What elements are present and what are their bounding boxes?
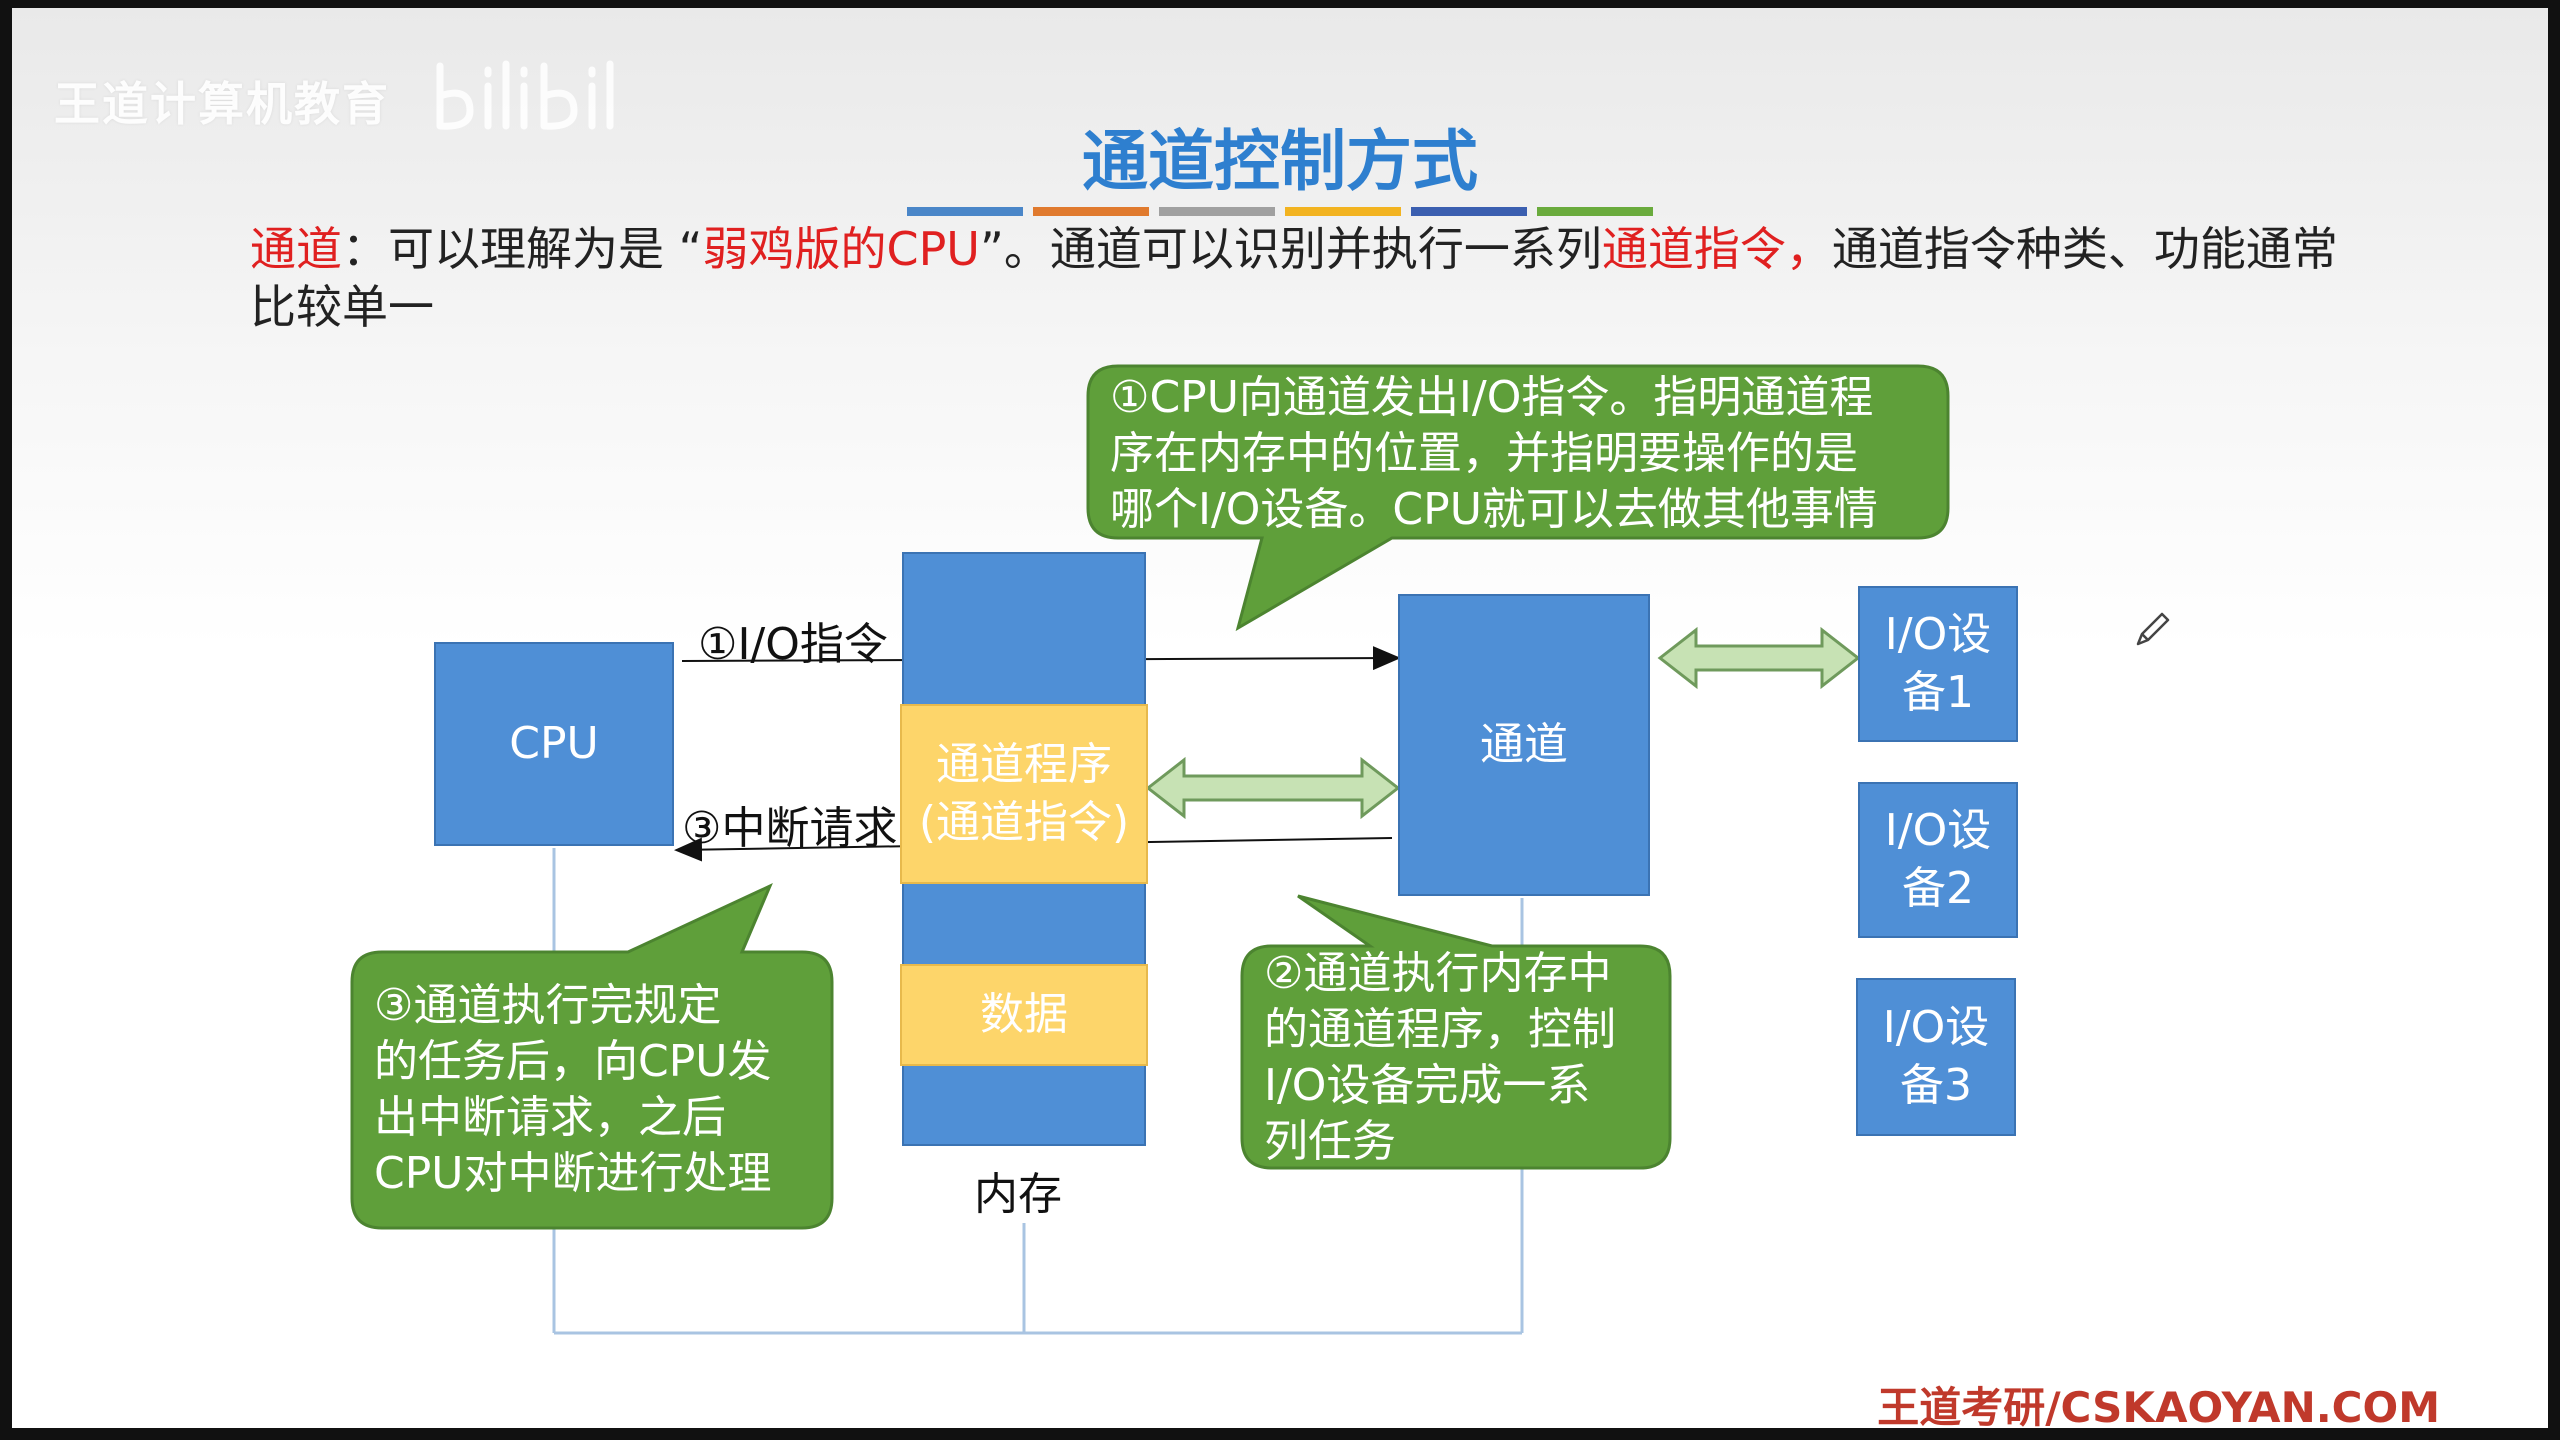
channel-program-line1: 通道程序	[936, 739, 1112, 790]
io-device-2-line1: I/O设	[1884, 805, 1992, 856]
callout-step3-line: CPU对中断进行处理	[374, 1148, 772, 1199]
callout-step3-text: ③通道执行完规定 的任务后，向CPU发 出中断请求，之后 CPU对中断进行处理	[374, 978, 771, 1202]
footer-brand: 王道考研/CSKAOYAN.COM	[1877, 1383, 2440, 1428]
title-rule-segment	[1159, 207, 1275, 216]
callout-step2-line: I/O设备完成一系	[1264, 1060, 1591, 1111]
io-instruction-label: ①I/O指令	[698, 619, 888, 670]
callout-step1-line: ①CPU向通道发出I/O指令。指明通道程	[1110, 372, 1874, 423]
watermark: 王道计算机教育	[54, 77, 390, 131]
intro-comma: ，	[1785, 222, 1832, 276]
io-device-1-line2: 备1	[1902, 667, 1974, 718]
slide-title: 通道控制方式	[1082, 123, 1478, 200]
callout-step3-line: 出中断请求，之后	[374, 1092, 726, 1143]
intro-weak-cpu: 弱鸡版的CPU	[702, 222, 980, 276]
io-device-1-line1: I/O设	[1884, 609, 1992, 660]
intro-text-2: ”。通道可以识别并执行一系列	[979, 222, 1602, 276]
title-rule-segment	[1537, 207, 1653, 216]
callout-step1-line: 序在内存中的位置，并指明要操作的是	[1110, 428, 1858, 479]
memory-caption: 内存	[974, 1169, 1062, 1220]
channel-program-block: 通道程序 (通道指令)	[900, 704, 1148, 884]
bilibili-logo-icon	[436, 60, 614, 130]
channel-label: 通道	[1480, 719, 1568, 770]
callout-step1-text: ①CPU向通道发出I/O指令。指明通道程 序在内存中的位置，并指明要操作的是 哪…	[1110, 370, 1878, 538]
data-label: 数据	[980, 989, 1068, 1040]
channel-program-line2: (通道指令)	[918, 797, 1130, 848]
callout-step3-line: 的任务后，向CPU发	[374, 1036, 772, 1087]
callout-step2-text: ②通道执行内存中 的通道程序，控制 I/O设备完成一系 列任务	[1264, 946, 1616, 1170]
io-device-3-line2: 备3	[1900, 1060, 1972, 1111]
channel-box: 通道	[1398, 594, 1650, 896]
io-device-1: I/O设 备1	[1858, 586, 2018, 742]
cpu-label: CPU	[509, 718, 599, 769]
title-rule-segment	[907, 207, 1023, 216]
callout-step3-line: ③通道执行完规定	[374, 980, 722, 1031]
interrupt-request-label: ③中断请求	[682, 803, 898, 854]
callout-step2-line: 的通道程序，控制	[1264, 1004, 1616, 1055]
slide: 王道计算机教育 通道控制方式 通道：可以理解为是 “弱鸡版的CPU”。通道可以识…	[12, 8, 2548, 1428]
memory-channel-double-arrow	[1145, 756, 1401, 820]
io-device-2-line2: 备2	[1902, 863, 1974, 914]
intro-text-1: ：可以理解为是 “	[342, 222, 703, 276]
intro-paragraph: 通道：可以理解为是 “弱鸡版的CPU”。通道可以识别并执行一系列通道指令，通道指…	[250, 220, 2360, 336]
cpu-box: CPU	[434, 642, 674, 846]
channel-device-double-arrow	[1657, 626, 1861, 690]
callout-step1-line: 哪个I/O设备。CPU就可以去做其他事情	[1110, 484, 1878, 535]
callout-step2-line: 列任务	[1264, 1116, 1396, 1167]
intro-text-3: 通道指令种类、功能通常比较单一	[250, 222, 2338, 334]
pen-cursor-icon	[2136, 612, 2170, 646]
io-device-3: I/O设 备3	[1856, 978, 2016, 1136]
intro-term: 通道	[250, 222, 342, 276]
io-device-2: I/O设 备2	[1858, 782, 2018, 938]
title-rule-segment	[1033, 207, 1149, 216]
intro-channel-instruction: 通道指令	[1601, 222, 1786, 276]
callout-step3-bubble	[350, 882, 834, 1230]
io-device-3-line1: I/O设	[1882, 1002, 1990, 1053]
title-rule-segment	[1285, 207, 1401, 216]
diagram-connectors	[350, 364, 1950, 1335]
callout-step2-bubble	[1240, 894, 1672, 1170]
data-block: 数据	[900, 964, 1148, 1066]
callout-step2-line: ②通道执行内存中	[1264, 948, 1612, 999]
title-rule-segment	[1411, 207, 1527, 216]
callout-step1-bubble	[1086, 364, 1950, 632]
